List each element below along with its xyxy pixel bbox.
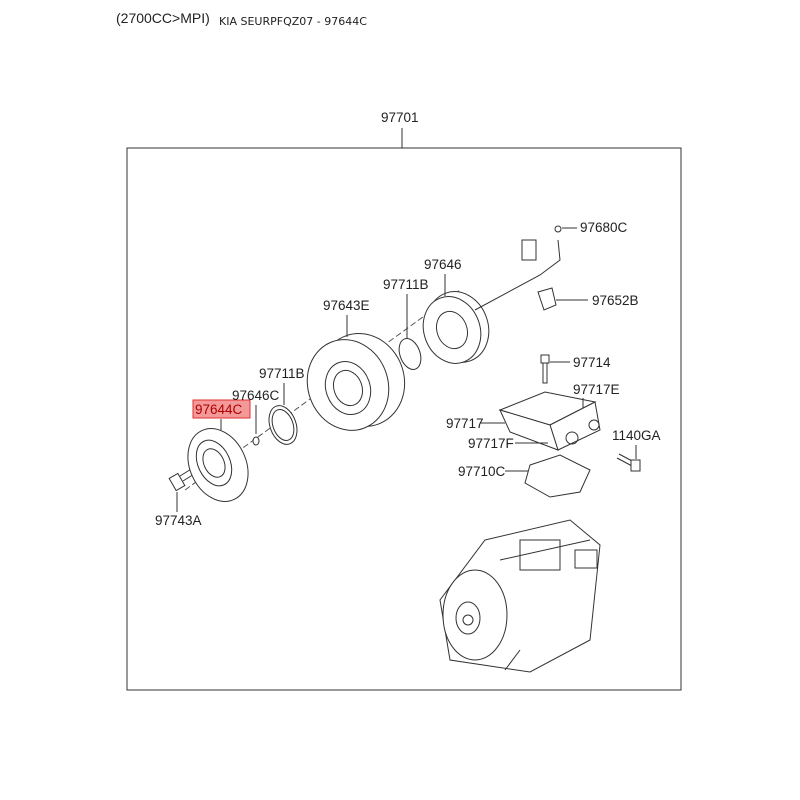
field-coil-97646[interactable]: [414, 283, 498, 372]
gasket-97710c[interactable]: [524, 454, 591, 498]
coil-wire: [474, 239, 561, 311]
bolt-97714[interactable]: [540, 354, 550, 364]
label-97717e[interactable]: 97717E: [573, 382, 620, 397]
hub-97644c[interactable]: [177, 419, 260, 512]
bolt-1140ga[interactable]: [616, 453, 641, 472]
screw-97680c[interactable]: [554, 225, 562, 233]
label-97711b-upper[interactable]: 97711B: [383, 277, 429, 292]
label-97644c[interactable]: 97644C: [195, 402, 243, 417]
snap-ring-97711b[interactable]: [264, 402, 302, 448]
bolt-97743a[interactable]: [168, 465, 200, 492]
model-part-number: KIA SEURPFQZ07 - 97644C: [219, 15, 367, 28]
label-97646c[interactable]: 97646C: [232, 388, 280, 403]
label-97646[interactable]: 97646: [424, 257, 462, 272]
label-97717[interactable]: 97717: [446, 416, 484, 431]
label-97701[interactable]: 97701: [381, 110, 419, 125]
label-1140ga[interactable]: 1140GA: [612, 428, 661, 443]
snap-ring-97711b-upper[interactable]: [395, 336, 425, 373]
label-97717f[interactable]: 97717F: [468, 436, 514, 451]
engine-spec: (2700CC>MPI): [116, 10, 210, 26]
label-97743a[interactable]: 97743A: [155, 513, 202, 528]
label-97714[interactable]: 97714: [573, 355, 611, 370]
compressor-body: [439, 519, 601, 673]
assembly-frame: [126, 147, 682, 691]
label-97710c[interactable]: 97710C: [458, 464, 506, 479]
coil-connector: [521, 239, 537, 261]
bracket-97652b[interactable]: [537, 287, 557, 311]
pulley-97643e[interactable]: [295, 321, 418, 441]
label-97680c[interactable]: 97680C: [580, 220, 628, 235]
label-97643e[interactable]: 97643E: [323, 298, 370, 313]
label-97711b-lower[interactable]: 97711B: [259, 366, 305, 381]
label-97652b[interactable]: 97652B: [592, 293, 639, 308]
highlight-box: [192, 399, 251, 419]
valve-block-97717[interactable]: [498, 391, 601, 451]
shim-97646c[interactable]: [252, 436, 260, 446]
